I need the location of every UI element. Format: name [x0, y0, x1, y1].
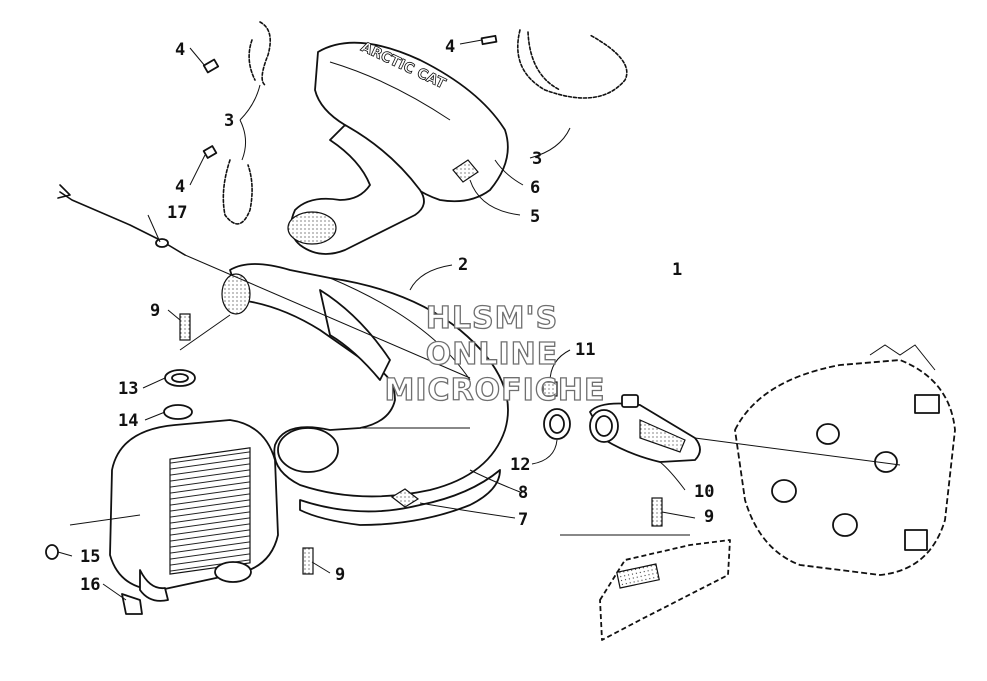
callout-16: 16: [80, 575, 100, 595]
watermark-line-2: ONLINE: [426, 337, 559, 372]
callout-4-top-left: 4: [175, 40, 185, 60]
callout-8: 8: [518, 483, 528, 503]
mounting-bracket: [560, 534, 731, 641]
callout-2: 2: [458, 255, 468, 275]
callout-3-right: 3: [532, 149, 542, 169]
leader-lines: [57, 39, 696, 601]
heat-shield-cover: ARCTIC CAT: [287, 39, 509, 255]
callout-4-top-right: 4: [445, 37, 455, 57]
callout-labels: 1 2 3 3 4 4 4 5 6 7 8 9 9 9 10 11 12 13 …: [80, 37, 714, 595]
muffler-grommet: [164, 369, 196, 387]
callout-4-mid-left: 4: [175, 177, 185, 197]
engine-block: [694, 344, 956, 576]
callout-6: 6: [530, 178, 540, 198]
callout-14: 14: [118, 411, 138, 431]
callout-1: 1: [672, 260, 682, 280]
callout-15: 15: [80, 547, 100, 567]
callout-9-lower: 9: [335, 565, 345, 585]
gasket-ring: [543, 408, 571, 440]
callout-17: 17: [167, 203, 187, 223]
exhaust-manifold: [589, 394, 701, 463]
watermark: HLSM'S ONLINE MICROFICHE: [384, 300, 606, 408]
expansion-chamber: [221, 263, 509, 526]
callout-10: 10: [694, 482, 714, 502]
callout-7: 7: [518, 510, 528, 530]
callout-9-upper: 9: [150, 301, 160, 321]
watermark-line-1: HLSM'S: [426, 301, 558, 336]
small-hardware: [45, 381, 558, 615]
springs: [179, 313, 663, 575]
watermark-line-3: MICROFICHE: [385, 373, 606, 408]
retaining-chains: [202, 21, 628, 225]
callout-3-left: 3: [224, 111, 234, 131]
callout-5: 5: [530, 207, 540, 227]
callout-11: 11: [575, 340, 595, 360]
callout-12: 12: [510, 455, 530, 475]
muffler: [109, 404, 279, 602]
decal-pad: [452, 159, 479, 183]
callout-13: 13: [118, 379, 138, 399]
callout-9-right: 9: [704, 507, 714, 527]
exhaust-temp-sensor: [57, 184, 471, 379]
